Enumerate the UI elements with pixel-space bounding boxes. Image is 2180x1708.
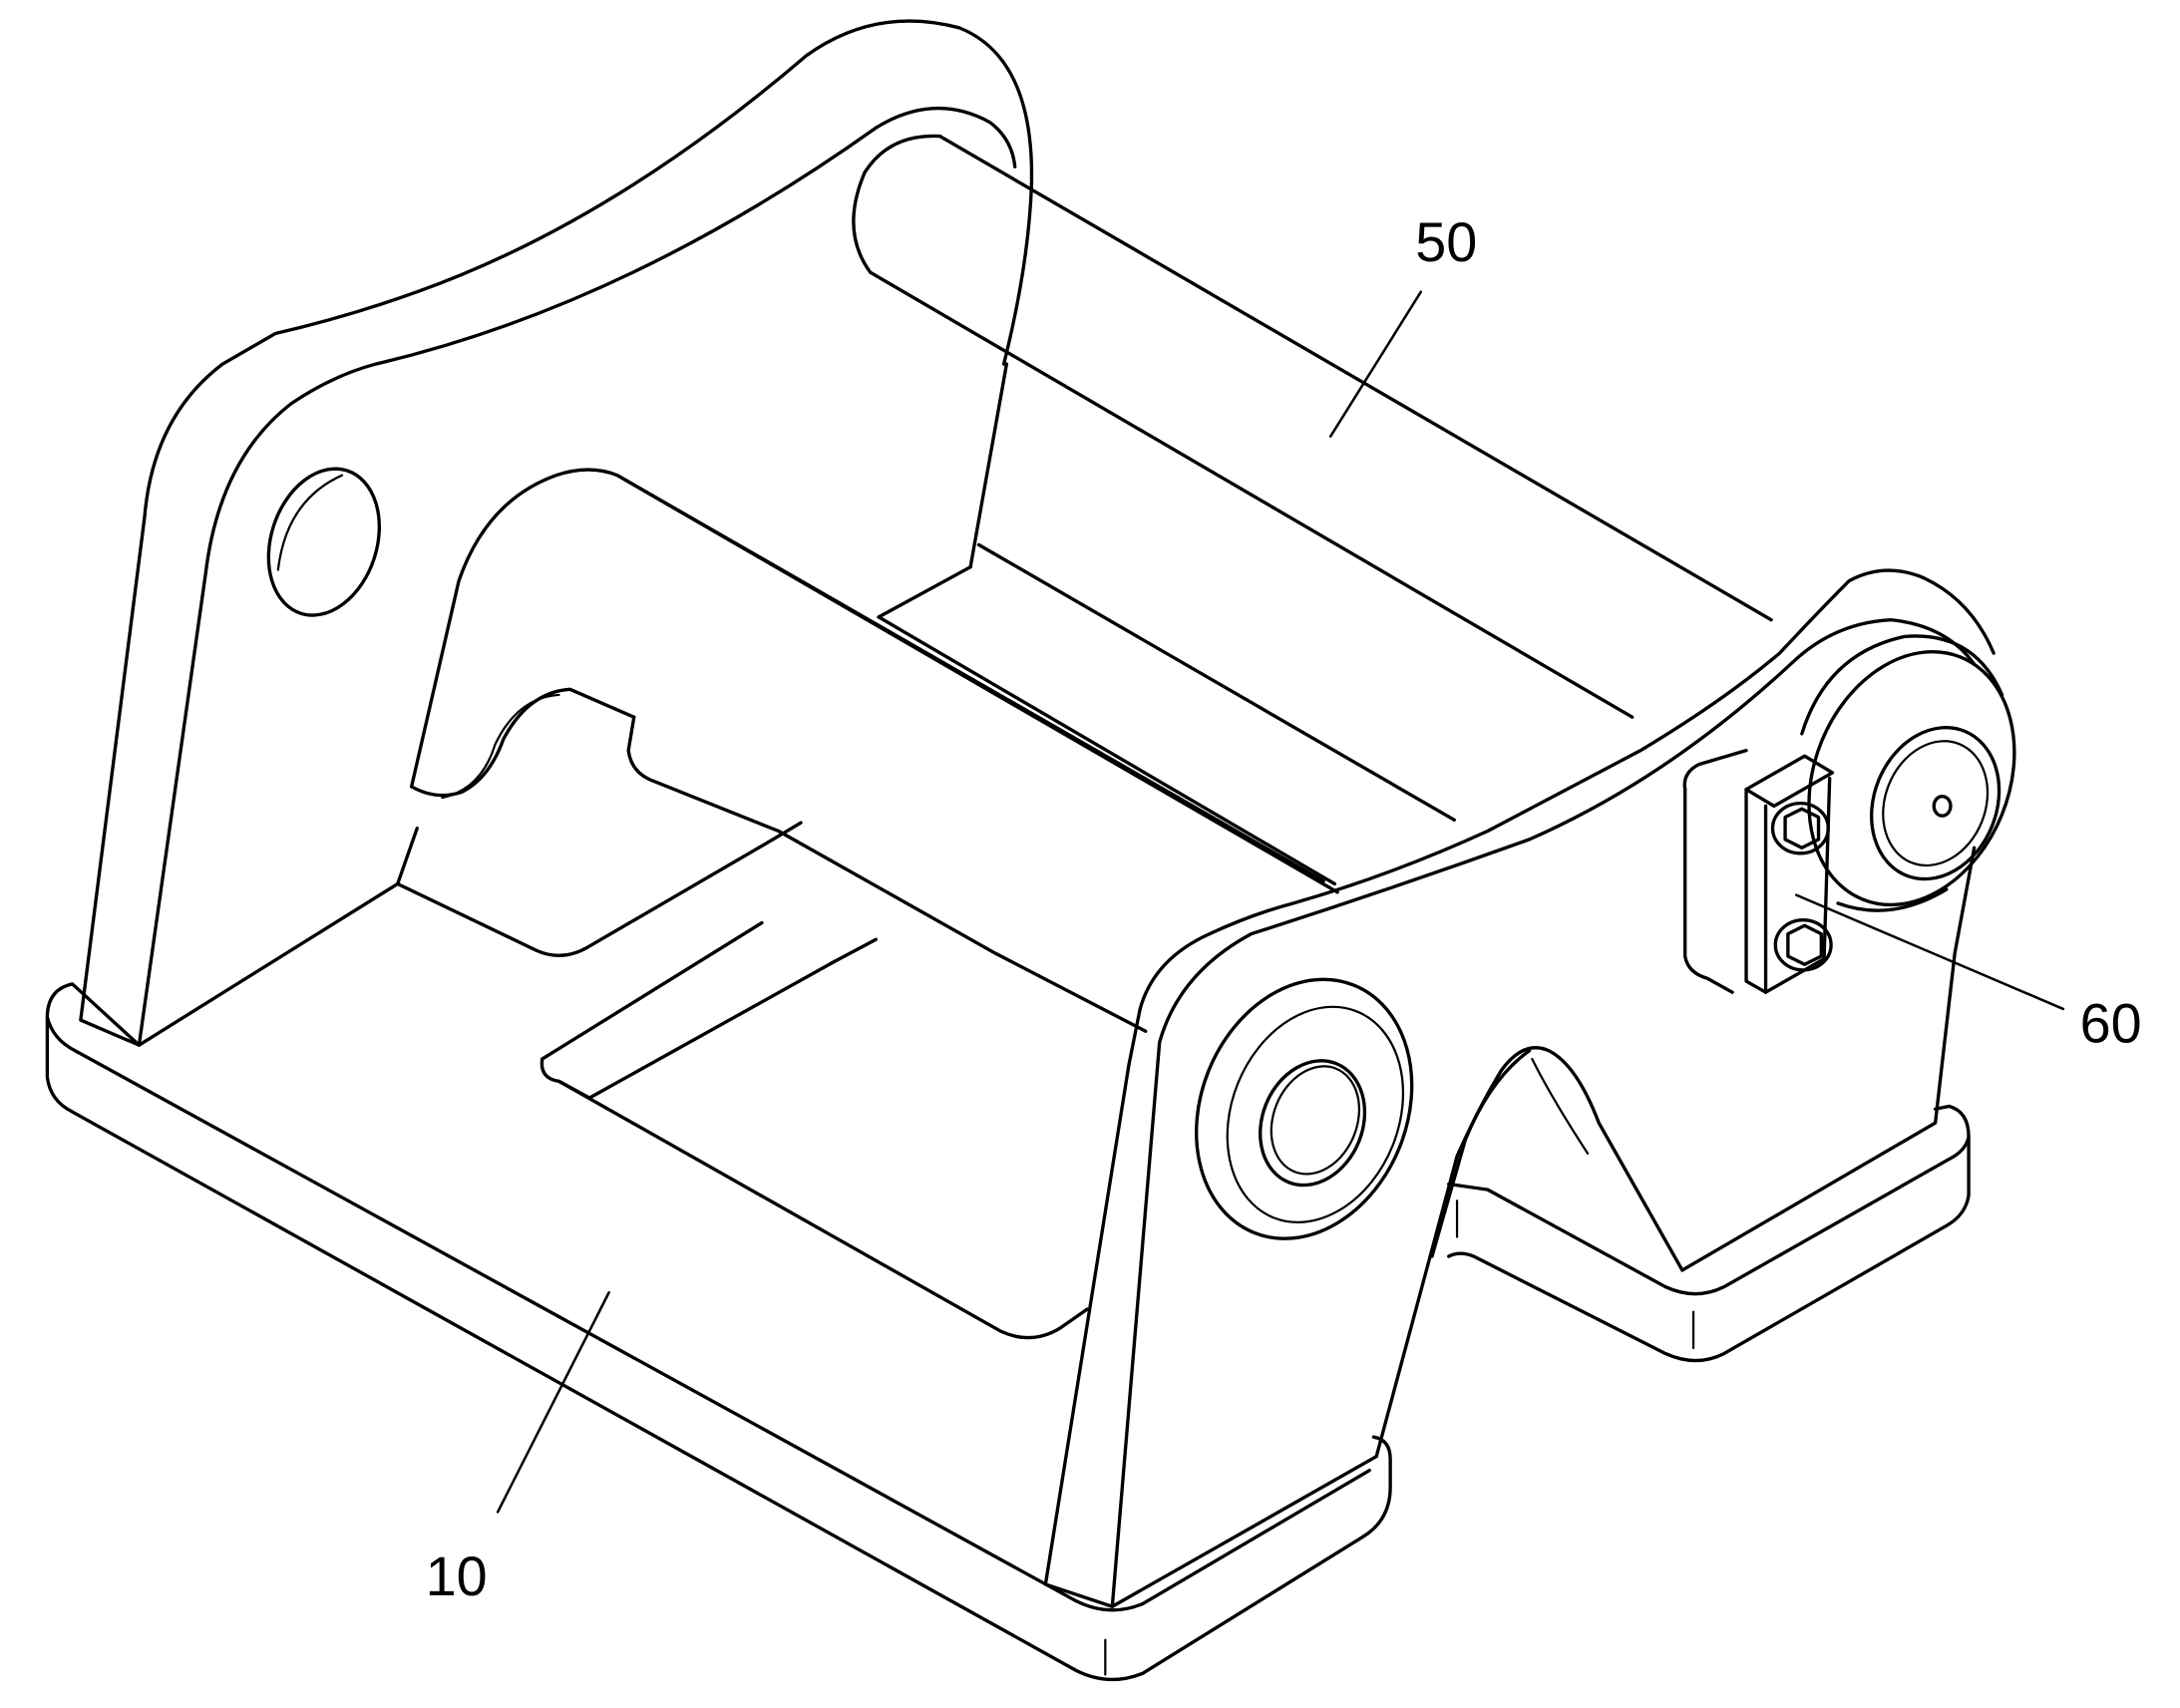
base-plate <box>45 982 1971 1682</box>
label-part-50: 50 <box>1415 211 1477 273</box>
right-side-plate <box>1043 568 1996 1608</box>
center-frame <box>540 920 1148 1340</box>
leader-line-50 <box>1328 290 1423 438</box>
label-part-10: 10 <box>426 1545 488 1607</box>
leader-line-10 <box>496 1290 610 1514</box>
left-hook-plate <box>396 468 1325 957</box>
leader-lines <box>496 290 2065 1514</box>
front-pin-hole <box>1195 977 1414 1240</box>
top-pin-cylinder <box>852 134 1773 719</box>
cross-rails <box>615 474 1456 955</box>
leader-line-60 <box>1794 893 2065 1011</box>
locking-plate-assembly <box>1682 748 1835 994</box>
right-pin-boss <box>1800 634 2016 912</box>
label-part-60: 60 <box>2080 992 2142 1054</box>
